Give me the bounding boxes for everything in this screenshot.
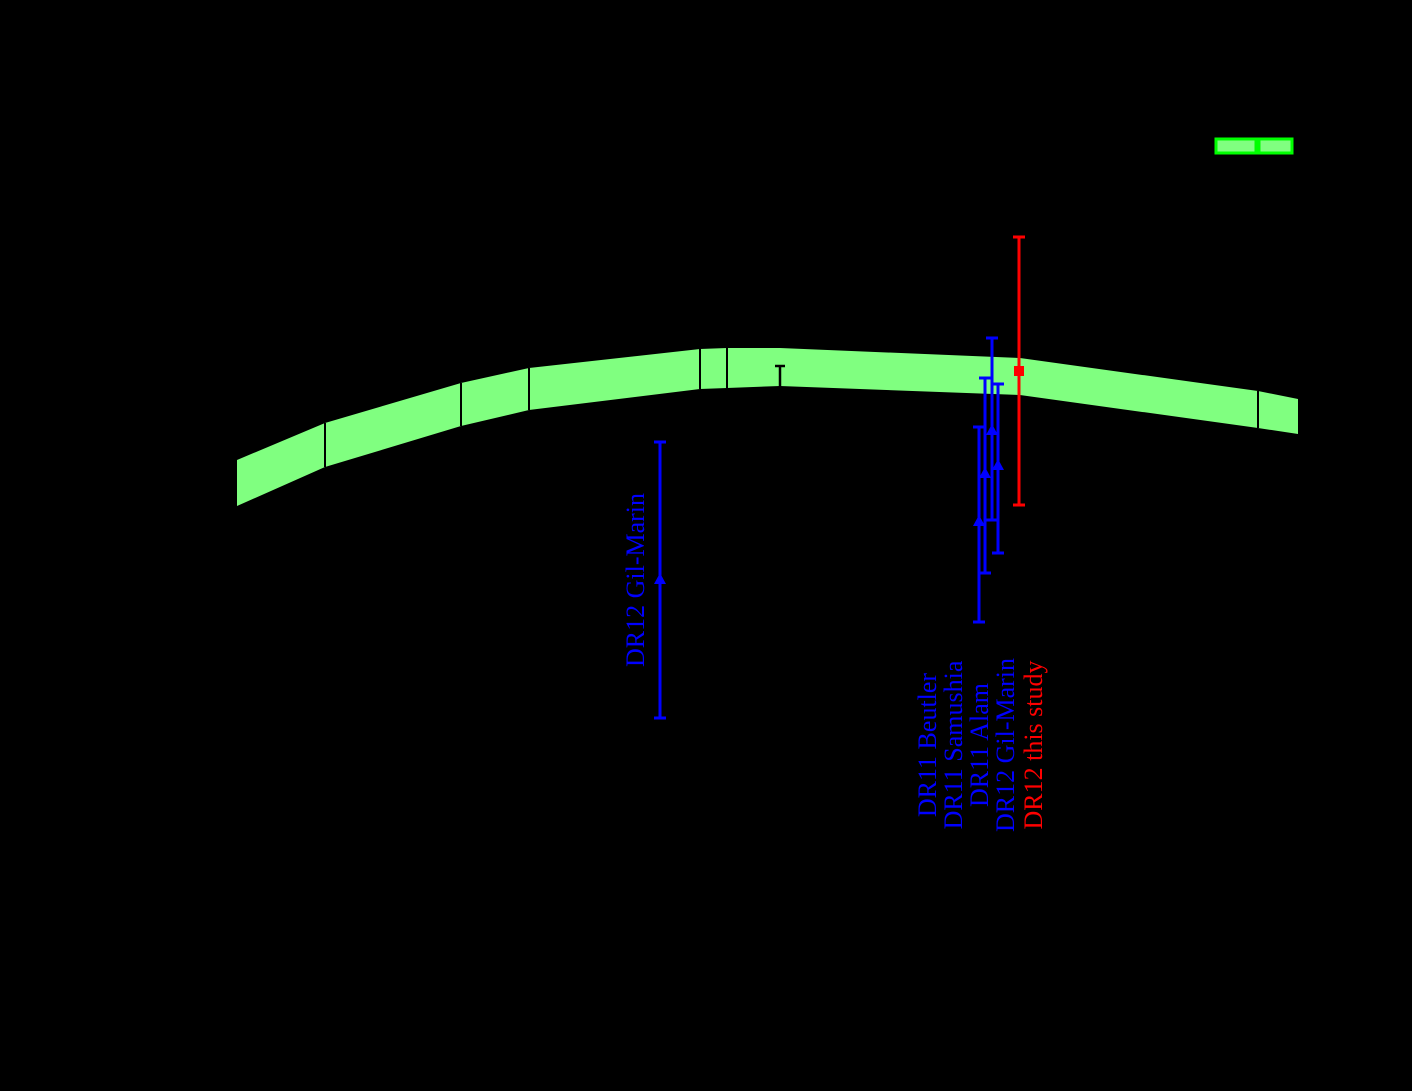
- legend-swatch: [1257, 137, 1294, 155]
- data-points: [654, 235, 1025, 720]
- triangle-marker: [654, 573, 666, 584]
- label-dr11-samushia: DR11 Samushia: [939, 660, 968, 829]
- band-dividers: [324, 348, 1259, 467]
- data-point: [654, 440, 666, 720]
- label-dr12-gilmarin-mid: DR12 Gil-Marin: [621, 493, 650, 667]
- prediction-band: [237, 348, 1298, 506]
- band-reference-errorbar: [775, 364, 785, 388]
- legend: [1214, 137, 1294, 155]
- triangle-marker: [973, 515, 985, 526]
- label-dr11-beutler: DR11 Beutler: [913, 673, 942, 818]
- data-point: [992, 382, 1004, 555]
- triangle-marker: [979, 467, 991, 478]
- label-dr12-this-study: DR12 this study: [1019, 660, 1048, 829]
- legend-swatch: [1214, 137, 1258, 155]
- point-labels: DR12 Gil-Marin DR11 Beutler DR11 Samushi…: [621, 493, 1048, 832]
- triangle-marker: [992, 459, 1004, 470]
- data-point: [979, 376, 991, 575]
- data-point: [1013, 235, 1025, 507]
- data-point: [973, 425, 985, 624]
- triangle-marker: [986, 424, 998, 435]
- data-point: [986, 336, 998, 522]
- square-marker: [1014, 366, 1024, 376]
- label-dr11-alam: DR11 Alam: [965, 683, 994, 807]
- label-dr12-gilmarin: DR12 Gil-Marin: [991, 658, 1020, 832]
